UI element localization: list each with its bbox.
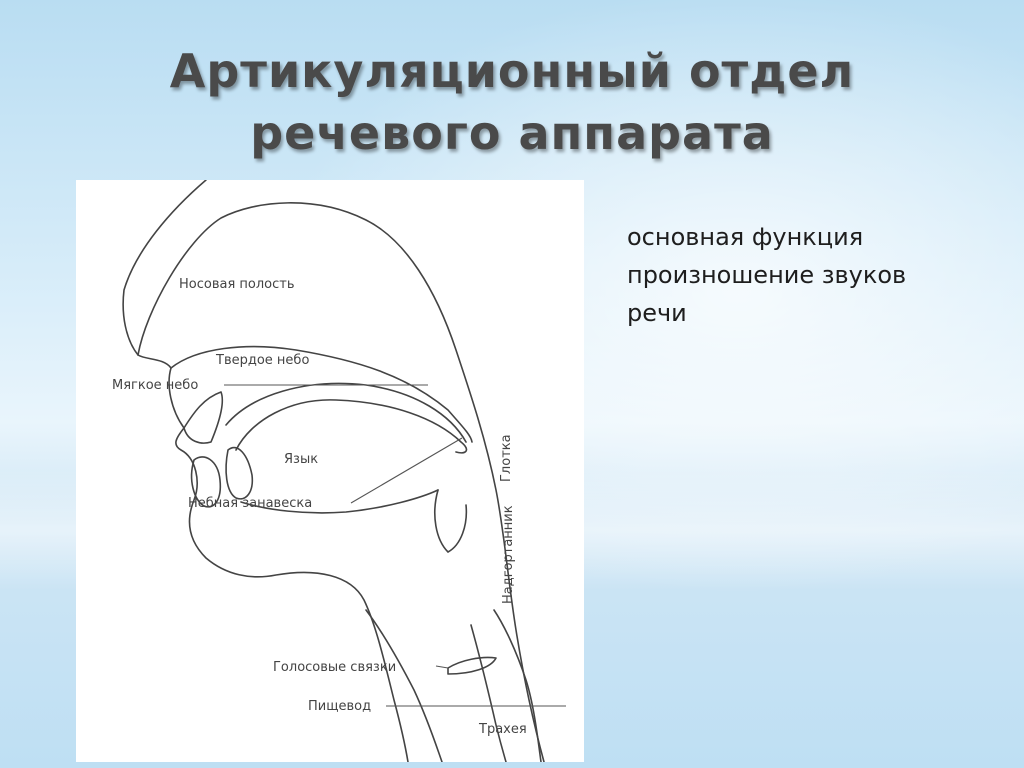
label-vocal-cords: Голосовые связки bbox=[273, 660, 396, 675]
epiglottis-shape bbox=[493, 609, 542, 762]
nasal-cavity-outline bbox=[137, 202, 545, 762]
label-pharynx: Глотка bbox=[499, 434, 514, 482]
lower-teeth bbox=[225, 446, 254, 500]
jaw-outline bbox=[240, 489, 439, 514]
diagram-svg: Носовая полость Твердое небо Мягкое небо… bbox=[112, 180, 566, 762]
label-hard-palate: Твердое небо bbox=[215, 353, 309, 368]
hard-palate-bottom bbox=[225, 382, 467, 443]
label-esophagus: Пищевод bbox=[308, 699, 371, 714]
slide-title: Артикуляционный отдел речевого аппарата bbox=[0, 40, 1024, 164]
function-description: основная функция произношение звуков реч… bbox=[627, 218, 1007, 332]
description-line-1: основная функция bbox=[627, 223, 864, 251]
lower-lip bbox=[190, 456, 222, 508]
label-velum: Небная занавеска bbox=[188, 496, 312, 511]
larynx-front bbox=[365, 609, 443, 762]
description-line-3: речи bbox=[627, 299, 687, 327]
upper-lip bbox=[183, 391, 224, 444]
hard-palate-top bbox=[170, 345, 473, 443]
label-trachea: Трахея bbox=[478, 722, 527, 737]
leader-velum bbox=[350, 437, 463, 504]
articulation-diagram: Носовая полость Твердое небо Мягкое небо… bbox=[76, 180, 584, 762]
tongue-outline bbox=[235, 399, 468, 454]
label-epiglottis: Надгортанник bbox=[501, 505, 516, 604]
description-line-2: произношение звуков bbox=[627, 261, 907, 289]
label-soft-palate: Мягкое небо bbox=[112, 378, 198, 393]
face-outline bbox=[122, 180, 409, 762]
label-nasal-cavity: Носовая полость bbox=[179, 277, 295, 292]
pharynx-wall bbox=[434, 489, 468, 553]
vocal-cords-shape bbox=[447, 656, 497, 675]
label-tongue: Язык bbox=[284, 452, 318, 467]
slide-title-line-1: Артикуляционный отдел bbox=[169, 44, 855, 98]
trachea-line bbox=[470, 624, 507, 762]
leader-vocal-cords bbox=[435, 665, 449, 669]
slide-title-line-2: речевого аппарата bbox=[250, 106, 774, 160]
